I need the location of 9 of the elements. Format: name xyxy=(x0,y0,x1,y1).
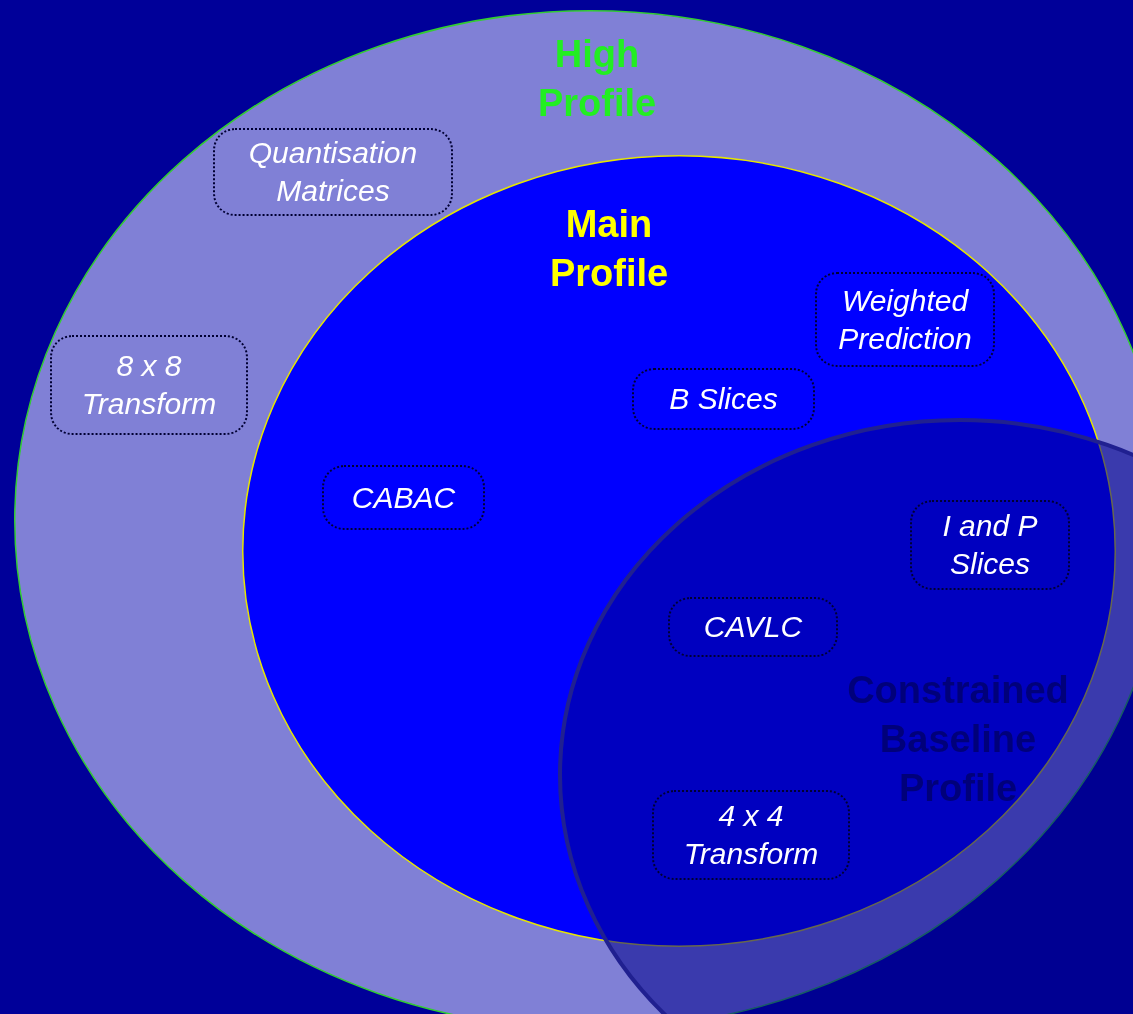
feature-box: Weighted Prediction xyxy=(815,272,995,367)
profile-title: High Profile xyxy=(536,32,658,126)
profile-title: Main Profile xyxy=(548,202,670,296)
feature-box: 8 x 8 Transform xyxy=(50,335,248,435)
feature-box: 4 x 4 Transform xyxy=(652,790,850,880)
feature-box: CAVLC xyxy=(668,597,838,657)
feature-box: I and P Slices xyxy=(910,500,1070,590)
feature-box: CABAC xyxy=(322,465,485,530)
feature-box: B Slices xyxy=(632,368,815,430)
